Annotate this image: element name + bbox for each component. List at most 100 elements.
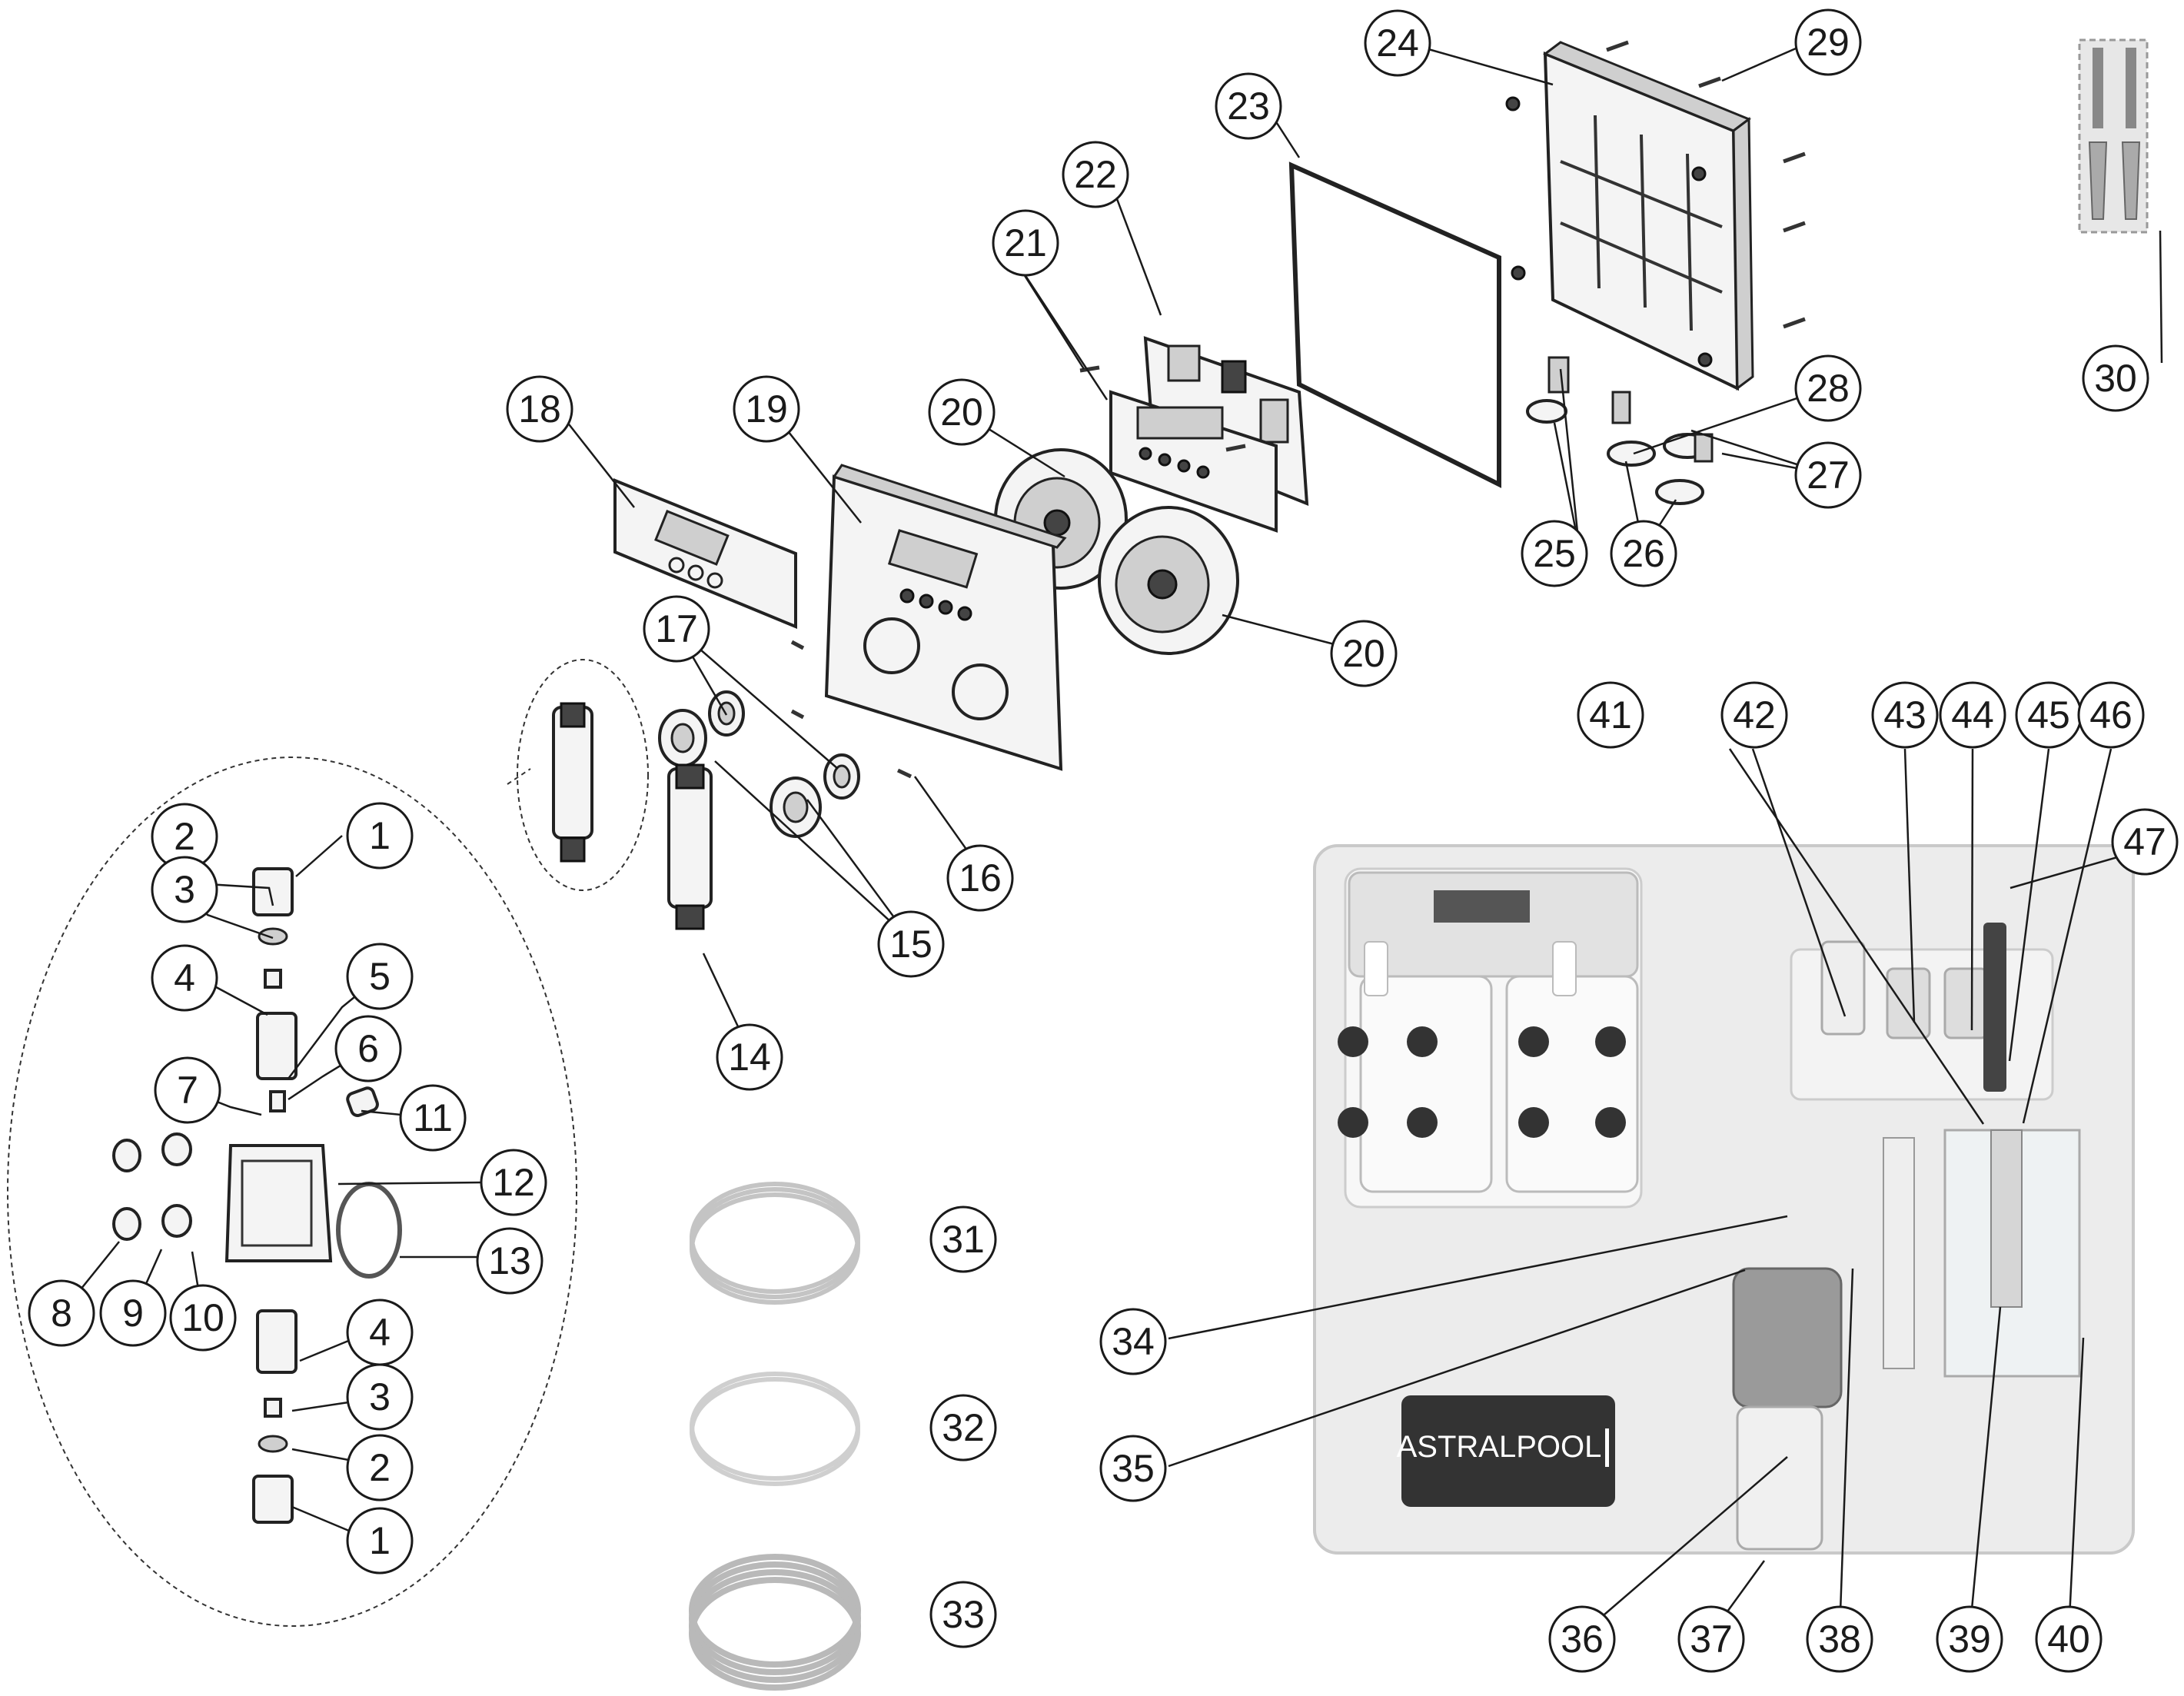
svg-text:14: 14 <box>728 1036 771 1079</box>
svg-text:27: 27 <box>1807 454 1850 497</box>
callout-21: 21 <box>992 209 1059 277</box>
callout-5: 5 <box>346 943 414 1010</box>
front-housing <box>824 464 1067 771</box>
svg-text:31: 31 <box>942 1218 985 1261</box>
callout-29: 29 <box>1794 8 1862 76</box>
callout-3: 3 <box>346 1363 414 1431</box>
svg-text:42: 42 <box>1733 693 1776 737</box>
pump-heads <box>517 659 713 930</box>
front-label <box>613 478 797 629</box>
callout-20: 20 <box>928 378 996 446</box>
enclosure-back-box <box>1505 41 1754 391</box>
callout-27: 27 <box>1794 441 1862 509</box>
svg-text:26: 26 <box>1622 532 1665 575</box>
svg-text:46: 46 <box>2089 693 2132 737</box>
callout-16: 16 <box>946 844 1014 912</box>
callout-3: 3 <box>151 856 218 923</box>
callout-9: 9 <box>99 1279 167 1347</box>
callout-12: 12 <box>480 1149 547 1216</box>
callout-35: 35 <box>1099 1435 1167 1502</box>
callout-46: 46 <box>2077 681 2145 749</box>
svg-text:16: 16 <box>959 856 1002 900</box>
callout-38: 38 <box>1806 1605 1873 1673</box>
svg-text:5: 5 <box>369 955 391 998</box>
gasket <box>1288 161 1501 488</box>
svg-text:30: 30 <box>2094 357 2137 400</box>
svg-text:47: 47 <box>2123 820 2166 863</box>
svg-text:11: 11 <box>413 1096 453 1139</box>
svg-text:2: 2 <box>174 815 195 858</box>
svg-text:7: 7 <box>177 1069 198 1112</box>
pump-head-exploded <box>7 757 577 1627</box>
callout-45: 45 <box>2015 681 2083 749</box>
svg-text:35: 35 <box>1112 1447 1155 1490</box>
callout-34: 34 <box>1099 1308 1167 1375</box>
svg-text:41: 41 <box>1589 693 1632 737</box>
callout-6: 6 <box>334 1015 402 1082</box>
callout-18: 18 <box>506 375 573 443</box>
svg-text:21: 21 <box>1004 221 1047 264</box>
callout-24: 24 <box>1364 9 1431 77</box>
callout-13: 13 <box>476 1227 544 1295</box>
svg-text:10: 10 <box>181 1296 224 1339</box>
svg-text:22: 22 <box>1074 153 1117 196</box>
callout-28: 28 <box>1794 354 1862 422</box>
callout-25: 25 <box>1521 520 1588 587</box>
callout-4: 4 <box>151 944 218 1012</box>
svg-text:39: 39 <box>1948 1618 1991 1661</box>
callout-41: 41 <box>1577 681 1644 749</box>
callout-33: 33 <box>929 1581 997 1648</box>
svg-text:32: 32 <box>942 1406 985 1449</box>
svg-text:29: 29 <box>1807 21 1850 64</box>
svg-text:17: 17 <box>655 607 698 650</box>
callout-11: 11 <box>399 1084 467 1152</box>
callout-2: 2 <box>346 1434 414 1501</box>
callout-1: 1 <box>346 1507 414 1575</box>
callout-44: 44 <box>1939 681 2006 749</box>
svg-text:1: 1 <box>369 1519 391 1562</box>
svg-text:28: 28 <box>1807 367 1850 410</box>
callout-15: 15 <box>877 910 945 978</box>
svg-text:45: 45 <box>2027 693 2070 737</box>
svg-text:33: 33 <box>942 1593 985 1636</box>
screw-kit-box <box>2078 38 2149 234</box>
callout-23: 23 <box>1215 72 1282 140</box>
svg-text:37: 37 <box>1690 1618 1733 1661</box>
svg-text:24: 24 <box>1376 22 1419 65</box>
callout-32: 32 <box>929 1394 997 1462</box>
svg-text:4: 4 <box>369 1311 391 1354</box>
brand-logo-text: ASTRALPOOL <box>1397 1430 1602 1464</box>
callout-4: 4 <box>346 1299 414 1366</box>
cable-glands <box>1526 356 1714 505</box>
svg-text:12: 12 <box>492 1161 535 1204</box>
callout-20: 20 <box>1330 620 1398 687</box>
svg-text:4: 4 <box>174 956 195 999</box>
callout-19: 19 <box>733 375 800 443</box>
svg-text:36: 36 <box>1561 1618 1604 1661</box>
callout-36: 36 <box>1548 1605 1616 1673</box>
svg-text:38: 38 <box>1818 1618 1861 1661</box>
seals-and-washers <box>658 640 912 838</box>
callout-10: 10 <box>169 1284 237 1352</box>
assembled-unit-photo: ASTRALPOOL <box>1313 844 2135 1555</box>
callout-26: 26 <box>1610 520 1677 587</box>
svg-text:6: 6 <box>357 1027 379 1070</box>
svg-text:9: 9 <box>122 1292 144 1335</box>
callout-2: 2 <box>151 803 218 870</box>
callout-39: 39 <box>1936 1605 2003 1673</box>
callout-42: 42 <box>1720 681 1788 749</box>
svg-text:18: 18 <box>518 387 561 431</box>
callout-47: 47 <box>2111 808 2179 876</box>
callout-7: 7 <box>154 1056 221 1124</box>
svg-text:34: 34 <box>1112 1320 1155 1363</box>
svg-text:2: 2 <box>369 1446 391 1489</box>
callout-1: 1 <box>346 802 414 870</box>
svg-text:20: 20 <box>1342 632 1385 675</box>
callout-17: 17 <box>643 595 710 663</box>
svg-text:1: 1 <box>369 814 391 857</box>
svg-text:3: 3 <box>369 1375 391 1418</box>
svg-text:25: 25 <box>1533 532 1576 575</box>
svg-text:8: 8 <box>51 1292 72 1335</box>
svg-text:23: 23 <box>1227 85 1270 128</box>
